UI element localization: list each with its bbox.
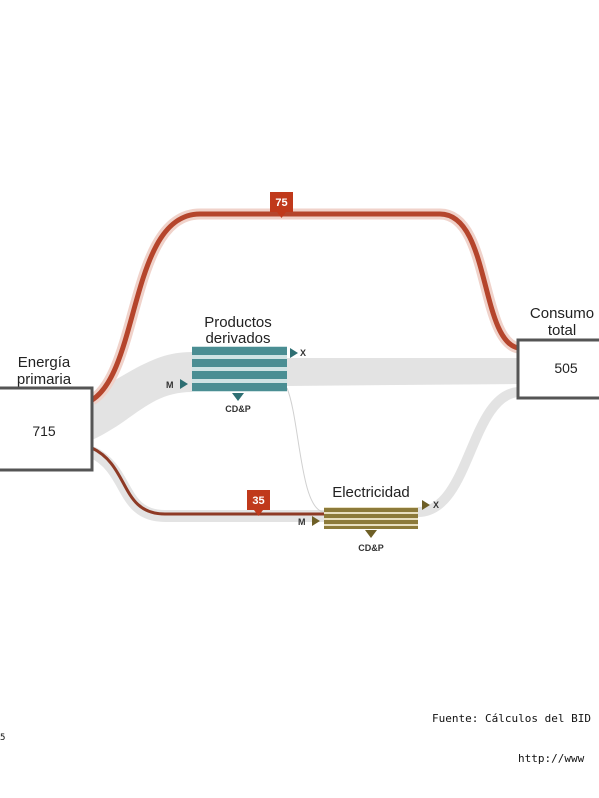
derived-export-label: X bbox=[300, 348, 306, 358]
derived-loss-arrow-icon bbox=[232, 393, 244, 401]
electricity-import-label: M bbox=[298, 517, 306, 527]
consumption-label-line2: total bbox=[548, 322, 576, 339]
derived-label-line1: Productos bbox=[204, 314, 272, 331]
derived-export-arrow-icon bbox=[290, 348, 298, 358]
top-loss-value: 75 bbox=[275, 197, 287, 209]
derived-loss-label: CD&P bbox=[225, 404, 251, 414]
consumption-node-value: 505 bbox=[554, 360, 578, 376]
derived-import-label: M bbox=[166, 380, 174, 390]
electricity-import-arrow-icon bbox=[312, 516, 320, 526]
bottom-loss-tag: 35 bbox=[247, 490, 270, 516]
flow-primary-to-derived bbox=[92, 352, 192, 440]
consumption-node-box bbox=[516, 338, 599, 400]
electricity-label: Electricidad bbox=[332, 484, 410, 501]
derived-label-line2: derivados bbox=[205, 330, 270, 347]
left-edge-fragment: 5 bbox=[0, 733, 6, 743]
derived-import-arrow-icon bbox=[180, 379, 188, 389]
derived-products-box bbox=[192, 346, 287, 392]
flow-primary-to-electricity bbox=[89, 446, 324, 522]
primary-node-box bbox=[0, 386, 94, 472]
bottom-loss-value: 35 bbox=[252, 495, 264, 507]
flow-bottom-loss bbox=[91, 446, 324, 516]
consumption-label-line1: Consumo bbox=[530, 305, 594, 322]
primary-label-line2: primaria bbox=[17, 371, 72, 388]
electricity-export-arrow-icon bbox=[422, 500, 430, 510]
electricity-loss-label: CD&P bbox=[358, 543, 384, 553]
flow-electricity-to-consumption bbox=[417, 387, 520, 517]
flow-derived-to-electricity bbox=[286, 387, 325, 513]
electricity-box bbox=[324, 507, 418, 529]
electricity-loss-arrow-icon bbox=[365, 530, 377, 538]
primary-node-value: 715 bbox=[32, 423, 56, 439]
flow-top-loss bbox=[90, 211, 519, 403]
electricity-export-label: X bbox=[433, 500, 439, 510]
flow-derived-to-consumption bbox=[287, 358, 518, 386]
source-url[interactable]: http://www bbox=[518, 752, 585, 765]
top-loss-tag: 75 bbox=[270, 192, 293, 218]
primary-label-line1: Energía bbox=[18, 354, 71, 371]
source-credit: Fuente: Cálculos del BID bbox=[432, 712, 591, 725]
